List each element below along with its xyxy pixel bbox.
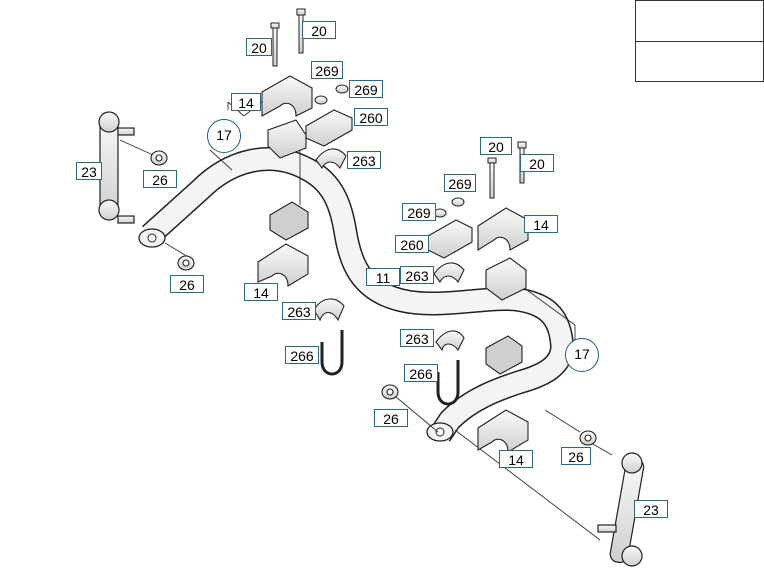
callout-ubolt-left: 266 [285,346,319,364]
callout-stabilizer-bar: 11 [366,268,400,286]
callout-shell-left: 263 [347,151,381,169]
callout-nut-link-lower-left: 26 [170,275,204,293]
bushing-right [485,257,527,301]
callout-nut-left-a: 269 [311,61,343,79]
callout-bushing-circle-right: 17 [565,338,599,372]
vehicle-inset [635,0,764,82]
bushing-on-bar-left [269,201,309,241]
plate-right [427,219,473,259]
clamp-lower-right [477,409,529,453]
callout-bolt-left-b: 20 [302,21,336,39]
nut-left-upper [150,150,168,166]
stabilizer-bar [138,147,574,442]
shell-right [433,262,465,284]
clamp-top-left [261,75,313,117]
nut-right-link [579,430,597,446]
link-rod-left [98,111,135,224]
callout-shell-lower-right: 263 [400,329,434,347]
callout-bolt-right-b: 20 [520,154,554,172]
callout-bolt-left-a: 20 [246,38,272,56]
bushing-on-bar-right [485,335,523,375]
nut-right-lower [381,384,399,400]
nuts-small [314,84,465,218]
callout-nut-right-a: 269 [444,174,476,192]
ubolt-left [320,330,344,376]
bolts-left [270,8,306,67]
callout-nut-right-b: 269 [402,203,436,221]
shell-lower-left [313,298,345,322]
link-rod-right [597,452,645,567]
ubolt-right [436,360,460,406]
callout-nut-left-b: 269 [349,80,383,98]
callout-clamp-lower-right: 14 [499,450,533,468]
clamp-lower-left [257,243,309,287]
shell-left [315,148,347,170]
callout-nut-link-lower-right: 26 [374,409,408,427]
callout-clamp-top-left: 14 [231,93,261,111]
callout-bushing-circle-left: 17 [207,119,241,153]
vehicle-row-2 [636,41,763,81]
bushing-left [267,119,307,159]
callout-bolt-right-a: 20 [480,137,512,155]
callout-ubolt-right: 266 [404,364,438,382]
callout-plate-left: 260 [354,108,388,126]
callout-shell-lower-left: 263 [282,302,316,320]
callout-link-left: 23 [76,162,102,180]
callout-nut-link-upper-left: 26 [143,170,177,188]
callout-link-right: 23 [634,500,668,518]
callout-shell-right: 263 [400,266,434,284]
callout-plate-right: 260 [395,235,429,253]
callout-nut-link-right: 26 [561,447,591,465]
vehicle-row-1 [636,1,763,42]
shell-lower-right [435,330,465,352]
callout-clamp-lower-left: 14 [244,283,278,301]
clamp-top-right [477,207,529,251]
nut-left-lower [177,255,195,271]
plate-left [305,109,353,147]
callout-clamp-top-right: 14 [524,215,558,233]
